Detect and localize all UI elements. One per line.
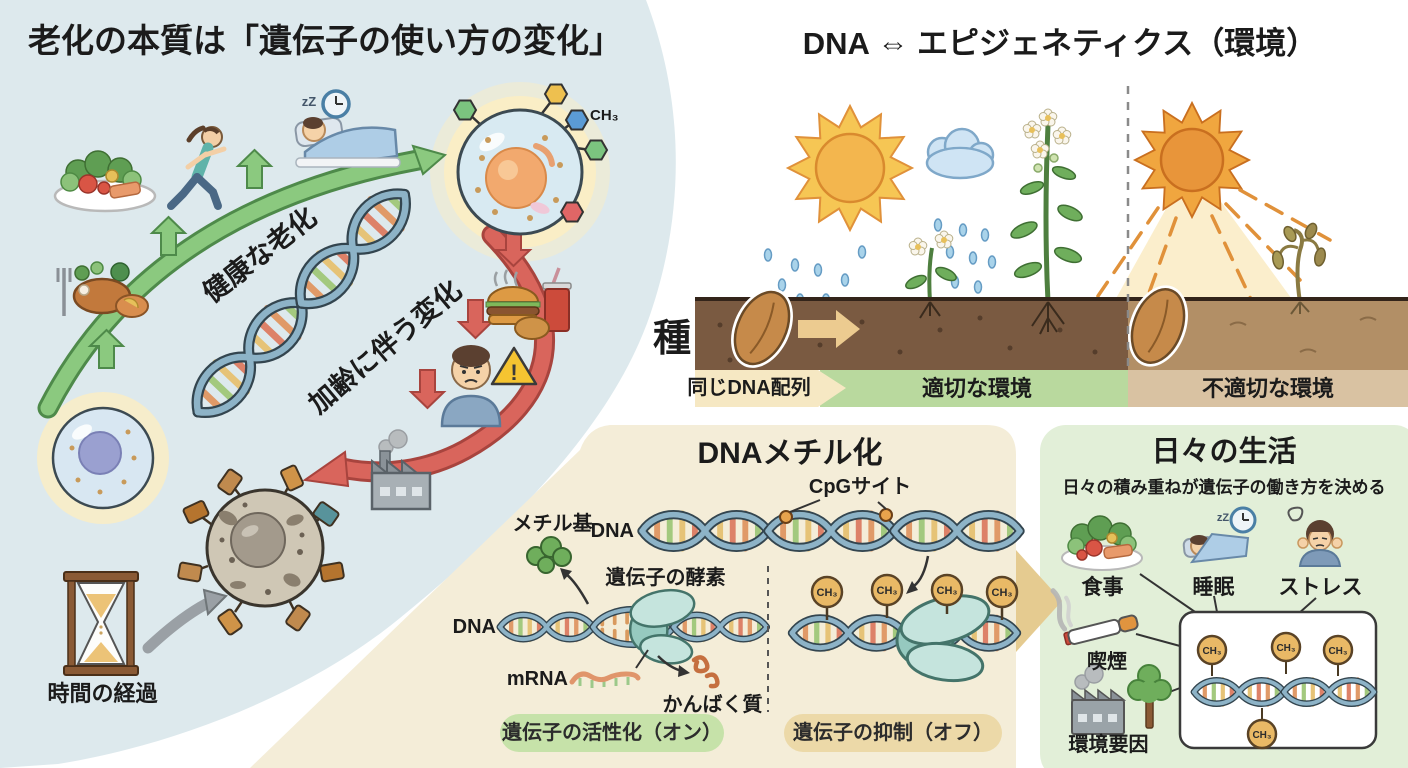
mrna-strand-icon bbox=[569, 671, 641, 688]
sleep-zzz-label: zZ bbox=[1216, 512, 1230, 524]
methylation-title: DNAメチル化 bbox=[697, 437, 883, 470]
cpg-site-label: CpGサイト bbox=[808, 476, 912, 498]
environment-tree-icon bbox=[1127, 664, 1172, 729]
daily-panel-subtitle: 日々の積み重ねが遺伝子の働き方を決める bbox=[1062, 478, 1386, 497]
warning-icon: ! bbox=[490, 346, 538, 386]
cpg-site-dot bbox=[779, 510, 793, 524]
band-bad-env bbox=[1128, 370, 1408, 407]
ch3-text: CH₃ bbox=[937, 585, 958, 597]
item-stress-label: ストレス bbox=[1278, 576, 1363, 599]
item-smoking-label: 喫煙 bbox=[1087, 651, 1127, 673]
aged-cell-icon bbox=[177, 464, 345, 636]
baseline-cell-icon bbox=[51, 406, 155, 510]
tall-plant-icon bbox=[1010, 108, 1083, 303]
daily-panel-title: 日々の生活 bbox=[1151, 436, 1297, 468]
time-passage-label: 時間の経過 bbox=[47, 681, 158, 706]
methyl-release-arrow bbox=[560, 568, 590, 605]
plant-roots bbox=[919, 301, 1310, 335]
sun-icon bbox=[787, 105, 913, 231]
band-good-env bbox=[820, 370, 1128, 407]
wilted-plant-icon bbox=[1272, 222, 1326, 303]
band-good-env-label: 適切な環境 bbox=[921, 376, 1032, 401]
mrna-label: mRNA bbox=[506, 668, 568, 690]
environment-factory-icon bbox=[1071, 664, 1127, 735]
protein-squiggle-icon bbox=[691, 655, 720, 689]
junk-food-icon bbox=[485, 267, 572, 340]
dna-helix-open-enzyme bbox=[500, 588, 767, 665]
seed-label: 種 bbox=[652, 318, 691, 360]
gene-on-label: 遺伝子の活性化（オン） bbox=[500, 714, 724, 752]
aging-panel-title: 老化の本質は「遺伝子の使い方の変化」 bbox=[28, 22, 622, 59]
daily-ch3-markers: CH₃ CH₃ CH₃ CH₃ bbox=[1196, 631, 1354, 750]
cpg-pointer-line bbox=[877, 501, 887, 510]
env-panel-title: DNA ⇔ エピジェネティクス（環境） bbox=[802, 26, 1318, 61]
young-cell-icon bbox=[453, 83, 608, 236]
ch3-text: CH₃ bbox=[992, 587, 1013, 599]
methyl-hexagon-red bbox=[560, 201, 584, 223]
item-environment-label: 環境要因 bbox=[1068, 734, 1149, 756]
methyl-hexagon-yellow bbox=[544, 83, 568, 105]
ch3-text: CH₃ bbox=[1328, 646, 1347, 657]
gene-off-label: 遺伝子の抑制（オフ） bbox=[784, 714, 1002, 752]
methyl-group-icon bbox=[526, 536, 572, 574]
small-plant-icon bbox=[905, 230, 957, 303]
cpg-site-dot bbox=[879, 508, 893, 522]
smoking-icon bbox=[1050, 588, 1139, 646]
seed-grow-arrow bbox=[798, 310, 860, 348]
item-sleep-label: 睡眠 bbox=[1192, 576, 1235, 599]
healthy-aging-arrow bbox=[37, 144, 448, 419]
diet-icon bbox=[1061, 515, 1143, 571]
ch3-text: CH₃ bbox=[1202, 646, 1221, 657]
band-same-dna-label: 同じDNA配列 bbox=[687, 377, 811, 399]
ch3-tag-label: CH₃ bbox=[590, 107, 619, 124]
harsh-sun-icon bbox=[1096, 102, 1332, 320]
methylated-enzyme-icon bbox=[895, 594, 991, 683]
sleep-icon bbox=[294, 116, 401, 168]
panel-connector-chevron bbox=[1016, 550, 1062, 652]
warning-mark: ! bbox=[510, 360, 517, 385]
hourglass-icon bbox=[63, 571, 139, 676]
band-bad-env-label: 不適切な環境 bbox=[1201, 376, 1334, 401]
healthy-food-icon bbox=[53, 150, 157, 213]
methyl-hexagon-green bbox=[584, 139, 608, 161]
dna-label-top: DNA bbox=[590, 520, 634, 542]
methyl-group-label: メチル基 bbox=[512, 513, 593, 535]
methylation-arrow bbox=[906, 555, 930, 594]
sleep-zzz-label: zZ bbox=[301, 94, 317, 109]
sleep-daily-icon bbox=[1182, 506, 1257, 564]
rain-cloud-icon bbox=[925, 127, 995, 180]
worried-person-icon bbox=[440, 345, 502, 428]
cpg-pointer-line bbox=[789, 499, 821, 513]
exercise-runner-icon bbox=[167, 125, 227, 210]
pollution-factory-icon bbox=[370, 429, 432, 511]
ch3-text: CH₃ bbox=[1252, 730, 1271, 741]
seed-icon bbox=[731, 288, 793, 368]
band-same-dna bbox=[695, 370, 846, 407]
ch3-text: CH₃ bbox=[1276, 643, 1295, 654]
ch3-markers: CH₃ CH₃ CH₃ CH₃ bbox=[810, 573, 1019, 620]
ch3-text: CH₃ bbox=[817, 587, 838, 599]
protein-food-icon bbox=[56, 261, 149, 318]
enzyme-pointer-line bbox=[635, 649, 649, 669]
protein-arrow bbox=[657, 655, 690, 677]
methyl-hexagon-green bbox=[453, 99, 477, 121]
dna-label-left: DNA bbox=[452, 616, 496, 638]
seed-icon bbox=[1128, 285, 1188, 367]
stress-icon bbox=[1287, 506, 1343, 567]
ch3-text: CH₃ bbox=[877, 585, 898, 597]
item-diet-label: 食事 bbox=[1081, 576, 1124, 599]
methyl-hexagon-blue bbox=[565, 109, 589, 131]
panel-methylation-background bbox=[250, 425, 1016, 768]
protein-label: かんばく質 bbox=[662, 694, 763, 716]
time-arrow bbox=[142, 588, 228, 654]
enzyme-label: 遺伝子の酵素 bbox=[605, 567, 726, 589]
clock-icon bbox=[321, 89, 351, 119]
